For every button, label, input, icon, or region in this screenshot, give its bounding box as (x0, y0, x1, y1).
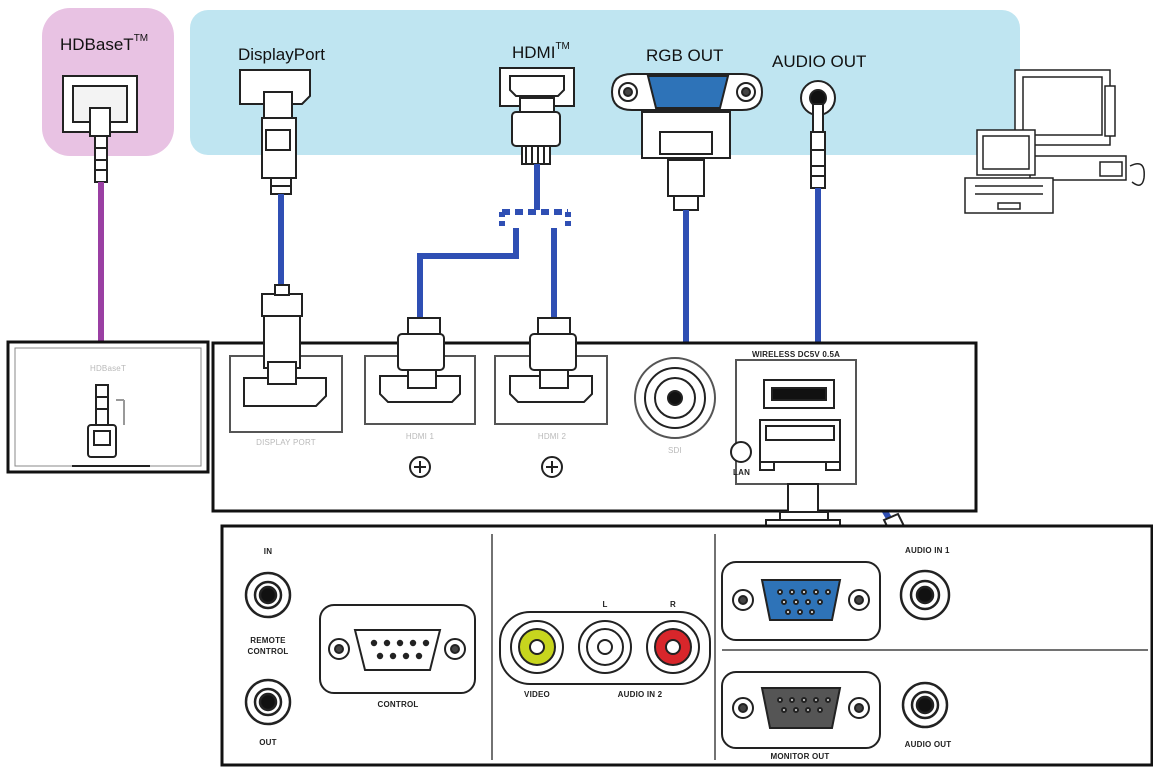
audio-in2-left-jack (578, 620, 632, 674)
monitor-out-port (721, 671, 881, 749)
audio-in1-jack (899, 569, 951, 621)
hdmi-source-jack (499, 67, 575, 165)
audio-in1-label: AUDIO IN 1 (905, 546, 950, 555)
audio-out-source-jack (800, 80, 836, 189)
sdi-label: SDI (668, 446, 682, 455)
hdbaset-source-jack (62, 75, 138, 183)
audio-right-label: R (670, 600, 676, 609)
hdbaset-port-label: HDBaseT (89, 364, 127, 373)
computer-source-area (190, 10, 1020, 155)
audio-out-jack (901, 681, 949, 729)
video-label: VIDEO (524, 690, 550, 699)
remote-out-label: OUT (259, 738, 277, 747)
sdi-jack (634, 357, 716, 439)
rgb-out-source-label: RGB OUT (646, 46, 724, 65)
hdmi2-label: HDMI 2 (537, 432, 567, 441)
hdmi-cable (417, 164, 571, 326)
remote-control-label: REMOTE CONTROL (247, 636, 289, 656)
display-port-label: DISPLAY PORT (256, 438, 316, 447)
rgb-out-source-jack (610, 73, 764, 211)
hdmi1-jack (364, 317, 476, 478)
rgb-in-port (721, 561, 881, 641)
audio-in2-label: AUDIO IN 2 (617, 690, 663, 699)
hdmi2-jack (494, 317, 608, 478)
wireless-usb-lan-jack (730, 359, 857, 485)
displayport-source-label: DisplayPort (238, 45, 325, 64)
hdmi-source-label: HDMITM (512, 41, 570, 62)
computer-icon (964, 69, 1145, 214)
lan-label: LAN (733, 468, 751, 477)
remote-control-in-jack (244, 571, 292, 619)
video-jack (510, 620, 564, 674)
audio-left-label: L (602, 600, 608, 609)
display-port-jack (229, 284, 343, 433)
control-label: CONTROL (377, 700, 419, 709)
hdmi1-label: HDMI 1 (405, 432, 435, 441)
audio-out-source-label: AUDIO OUT (772, 52, 867, 71)
remote-in-label: IN (263, 547, 273, 556)
monitor-out-label: MONITOR OUT (770, 752, 830, 761)
hdbaset-source-label: HDBaseTTM (60, 33, 149, 54)
control-serial-port (319, 604, 476, 694)
hdbaset-receiver-plug (87, 384, 125, 458)
audio-out-label: AUDIO OUT (904, 740, 952, 749)
remote-control-out-jack (244, 678, 292, 726)
audio-in2-right-jack (646, 620, 700, 674)
displayport-source-jack (239, 69, 311, 195)
wireless-label: WIRELESS DC5V 0.5A (752, 350, 841, 359)
